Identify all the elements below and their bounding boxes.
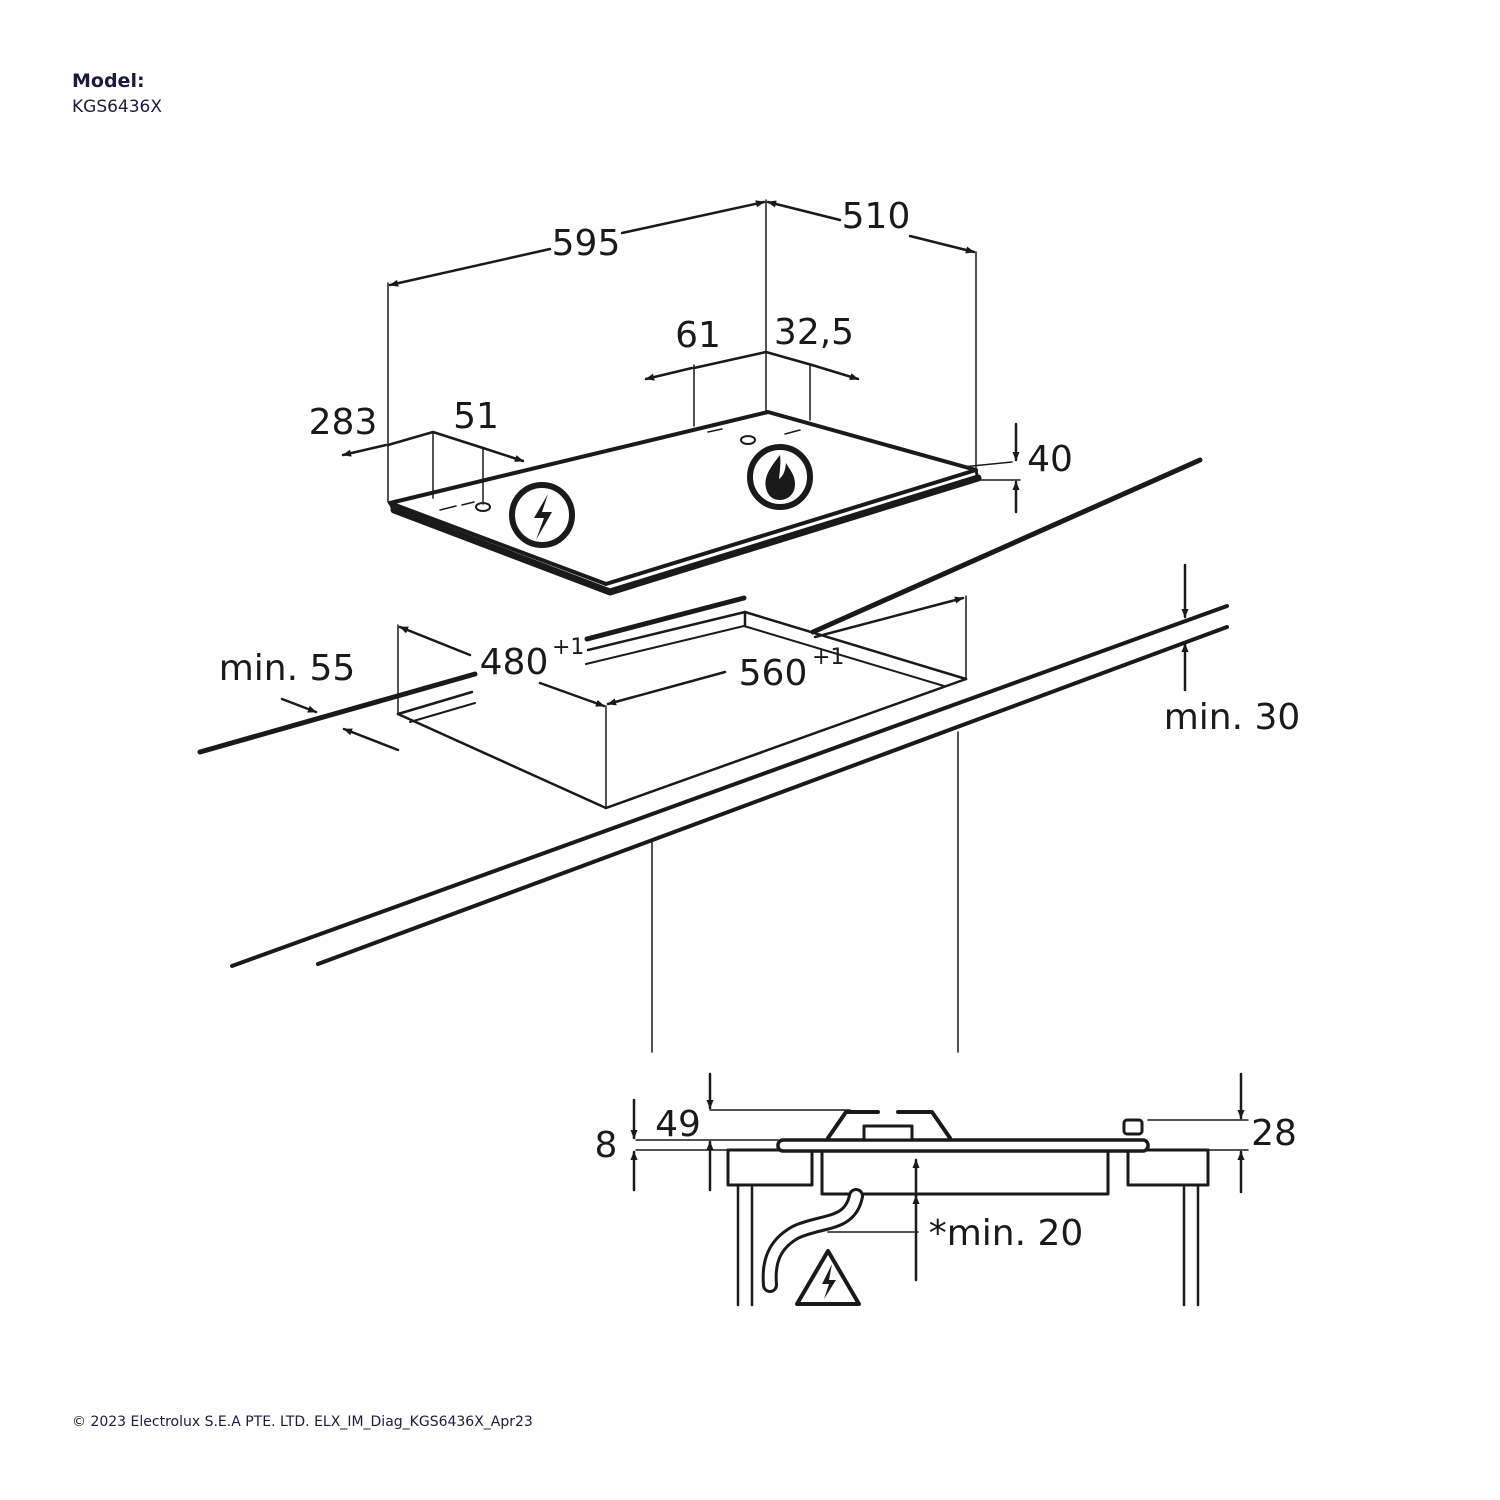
worktop [197, 457, 1203, 755]
section-extension-lines [635, 1109, 1249, 1233]
section-view [726, 1110, 1210, 1307]
dimension-min55-label: min. 55 [219, 648, 356, 689]
hob-body [388, 410, 982, 596]
cutout-width-tolerance: +1 [812, 645, 844, 670]
copyright-notice: © 2023 Electrolux S.E.A PTE. LTD. ELX_IM… [72, 1414, 533, 1430]
dimension-min20-label: *min. 20 [929, 1213, 1084, 1254]
extension-lines [387, 199, 1021, 505]
dimension-lines-section [630, 1072, 1245, 1282]
dimension-40-label: 40 [1027, 439, 1073, 480]
dimension-61-label: 61 [675, 315, 721, 356]
dimension-51-label: 51 [453, 396, 499, 437]
dimension-32-5-label: 32,5 [774, 312, 854, 353]
model-label: Model: [72, 70, 145, 92]
gas-connection-icon [747, 444, 813, 510]
dimension-49-label: 49 [655, 1104, 701, 1145]
worktop-front-edge [230, 604, 1229, 968]
electric-connection-icon [509, 482, 575, 548]
cutout-depth-tolerance: +1 [552, 635, 584, 660]
dimension-8-label: 8 [595, 1125, 618, 1166]
dimension-lines-cutout [280, 563, 1189, 752]
dimension-28-label: 28 [1251, 1113, 1297, 1154]
dimension-depth-label: 510 [842, 196, 911, 237]
cutout-outline [396, 610, 968, 810]
cutout-depth-label: 480 [480, 642, 549, 683]
electric-warning-icon [795, 1249, 861, 1306]
dimension-width-label: 595 [552, 223, 621, 264]
model-number: KGS6436X [72, 97, 163, 117]
dimension-lines-top [341, 200, 1020, 514]
cutout-width-label: 560 [739, 653, 808, 694]
dimension-283-label: 283 [309, 402, 378, 443]
dimension-min30-label: min. 30 [1164, 697, 1301, 738]
cutout-extension-lines [397, 595, 967, 1053]
